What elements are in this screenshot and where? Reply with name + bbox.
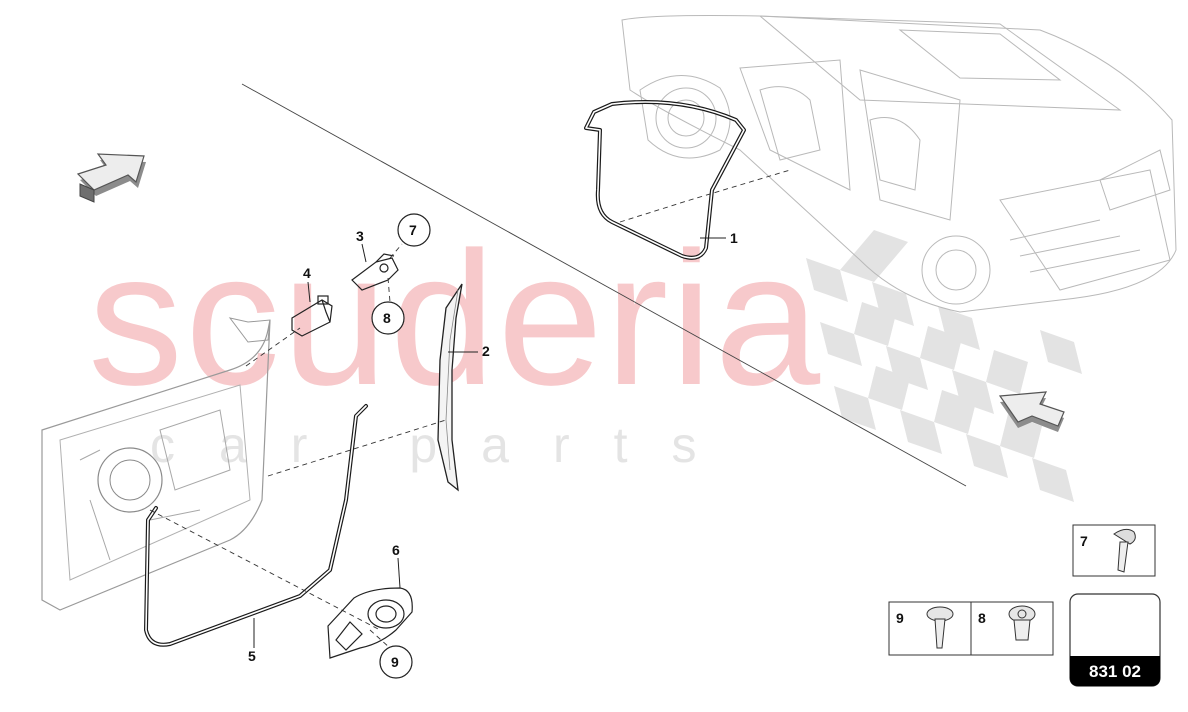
callout-circle-8: [371, 301, 405, 335]
direction-arrow-icon: [998, 391, 1065, 432]
callout-circle-7: [397, 213, 431, 247]
part-1-dashed-guide: [619, 169, 791, 223]
bolt-icon: [1113, 528, 1136, 573]
part-3-door-check-strap: [351, 253, 399, 291]
callout-part-3: 3: [356, 228, 364, 244]
part-6-speaker-bracket: [327, 587, 413, 659]
part-3-leader-line: [361, 243, 367, 263]
diagram-code-band: [1070, 656, 1160, 686]
fastener-8-guide: [387, 277, 391, 303]
callout-part-1: 1: [730, 230, 738, 246]
door-panel-outline: [41, 317, 271, 611]
callout-part-6: 6: [392, 542, 400, 558]
part-6-leader-line: [397, 557, 401, 589]
part-5-dashed-guide: [149, 509, 381, 631]
callout-fastener-9: 9: [391, 654, 399, 670]
callout-fastener-7: 7: [409, 222, 417, 238]
screw-icon: [926, 606, 954, 649]
callout-part-5: 5: [248, 648, 256, 664]
part-4-dashed-guide: [245, 327, 301, 367]
part-4-check-housing: [291, 295, 333, 337]
clip-icon: [1008, 605, 1036, 641]
part-1-body-door-seal: [584, 100, 746, 260]
part-4-leader-line: [307, 281, 311, 303]
callout-circle-9: [379, 645, 413, 679]
section-divider-line: [241, 83, 967, 487]
watermark-tagline: car parts: [150, 417, 741, 473]
checkered-flag-graphic: [806, 230, 1082, 502]
fastener-box-7-label: 7: [1080, 533, 1088, 549]
part-5-door-seal: [144, 404, 368, 647]
callout-part-2: 2: [482, 343, 490, 359]
vehicle-outline: [621, 15, 1177, 313]
fastener-box-8-label: 8: [978, 610, 986, 626]
callout-fastener-8: 8: [383, 310, 391, 326]
fastener-box-9-label: 9: [896, 610, 904, 626]
direction-arrow-icon: [76, 153, 146, 203]
callout-part-4: 4: [303, 265, 311, 281]
fastener-9-guide: [369, 629, 391, 649]
part-2-frame-seal: [437, 283, 463, 492]
fastener-7-guide: [389, 243, 403, 259]
diagram-code: 831 02: [1089, 662, 1141, 681]
part-2-dashed-guide: [267, 419, 447, 477]
